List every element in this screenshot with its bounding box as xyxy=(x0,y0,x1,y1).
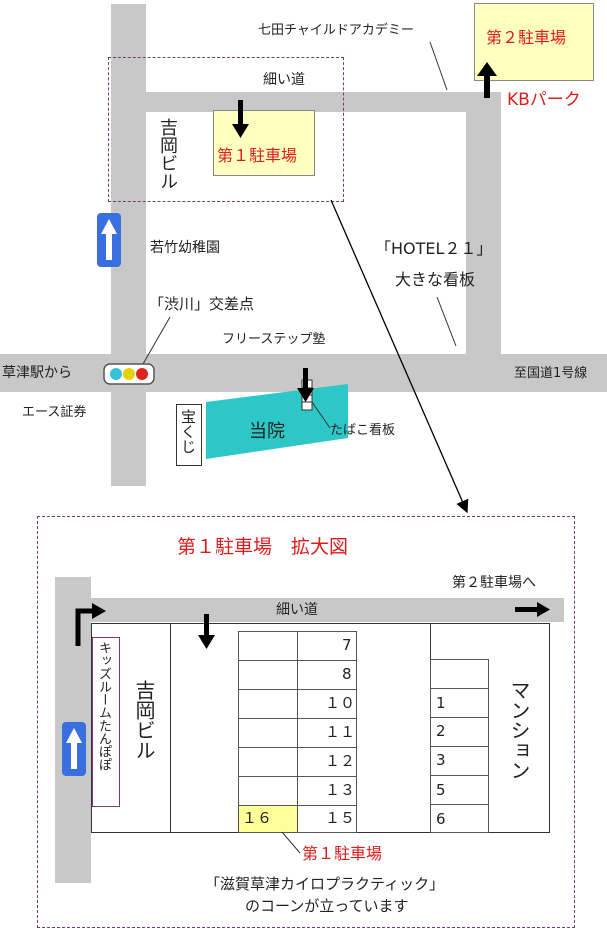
stall-16-highlight[interactable] xyxy=(238,805,298,833)
parking1-box[interactable] xyxy=(213,110,315,176)
right-stall[interactable] xyxy=(430,804,489,833)
zoom-hosoi-michi-label: 細い道 xyxy=(276,602,318,618)
lottery-booth xyxy=(176,404,202,466)
zoom-parking1-label: 第１駐車場 xyxy=(302,844,383,863)
shibukawa-pointer-line xyxy=(142,316,171,365)
big-sign-label: 大きな看板 xyxy=(395,270,476,289)
zoom-area-outline xyxy=(108,57,344,202)
road-vertical-right xyxy=(466,92,501,354)
stall-number: １２ xyxy=(325,752,356,770)
parking1-entry-arrow-icon xyxy=(232,100,249,138)
left-stall-row[interactable] xyxy=(297,805,357,833)
stall-number-16: １６ xyxy=(242,809,273,827)
zoom-road-hosoi-michi xyxy=(91,598,564,622)
clinic-entry-arrow-icon xyxy=(297,368,314,402)
parking2-box[interactable] xyxy=(474,3,594,81)
parking2-up-arrow-icon xyxy=(477,62,497,98)
to-route1-label: 至国道1号線 xyxy=(514,366,588,381)
kids-room-label: キッズルームたんぽぽ xyxy=(96,641,111,771)
shibukawa-intersection-label: 「渋川」交差点 xyxy=(149,295,255,313)
shichita-academy-label: 七田チャイルドアカデミー xyxy=(258,23,414,38)
stall-number: １０ xyxy=(325,694,356,712)
parking2-label: 第２駐車場 xyxy=(486,28,567,47)
stall-number: 2 xyxy=(436,722,446,740)
stall-number: 1 xyxy=(436,694,446,712)
zoom-one-way-sign-icon xyxy=(62,722,86,776)
stall-number: １１ xyxy=(325,723,356,741)
one-way-sign-icon xyxy=(97,213,121,267)
wakatake-kindergarten-label: 若竹幼稚園 xyxy=(150,240,220,256)
traffic-light-icon xyxy=(103,363,155,385)
from-kusatsu-label: 草津駅から xyxy=(2,365,72,381)
cone-note-line1: 「滋賀草津カイロプラクティック」 xyxy=(205,875,445,893)
tobacco-sign-label: たばこ看板 xyxy=(330,423,396,438)
zoom-parking1-pointer-line xyxy=(281,831,301,854)
academy-pointer-line xyxy=(429,41,448,91)
zoom-frame xyxy=(37,516,575,928)
zoom-entry-arrow-icon xyxy=(198,614,215,649)
stall-number: １３ xyxy=(325,781,356,799)
hotel21-label: 「HOTEL２１」 xyxy=(375,239,493,258)
stall-number: 8 xyxy=(342,665,352,683)
kids-room-box xyxy=(92,637,120,807)
yoshioka-bldg-label: 吉岡ビル xyxy=(157,118,178,190)
free-step-label: フリーステップ塾 xyxy=(222,332,326,347)
zoom-pointer-line xyxy=(330,199,469,514)
big-sign-pointer-line xyxy=(436,296,457,347)
stall-number: 7 xyxy=(342,636,352,654)
kb-park-label: KBパーク xyxy=(507,90,581,110)
zoom-turn-arrow-icon xyxy=(75,603,106,646)
mansion-label: マンション xyxy=(507,680,531,780)
zoom-title: 第１駐車場 拡大図 xyxy=(177,536,349,558)
stall-number: 6 xyxy=(436,810,446,828)
lottery-label: 宝くじ xyxy=(179,409,197,454)
cone-note-line2: のコーンが立っています xyxy=(245,897,409,915)
to-parking2-label: 第２駐車場へ xyxy=(452,575,536,591)
hosoi-michi-label: 細い道 xyxy=(263,72,305,88)
clinic-label: 当院 xyxy=(249,421,285,442)
ace-securities-label: エース証券 xyxy=(22,405,87,420)
zoom-right-arrow-icon xyxy=(515,602,550,617)
parking1-label: 第１駐車場 xyxy=(217,146,298,165)
stall-number: 3 xyxy=(436,751,446,769)
zoom-yoshioka-bldg-label: 吉岡ビル xyxy=(132,680,156,760)
stall-number: １５ xyxy=(325,809,356,827)
tobacco-pointer-line xyxy=(311,401,331,429)
stall-number: 5 xyxy=(436,781,446,799)
road-hosoi-michi xyxy=(111,92,501,112)
